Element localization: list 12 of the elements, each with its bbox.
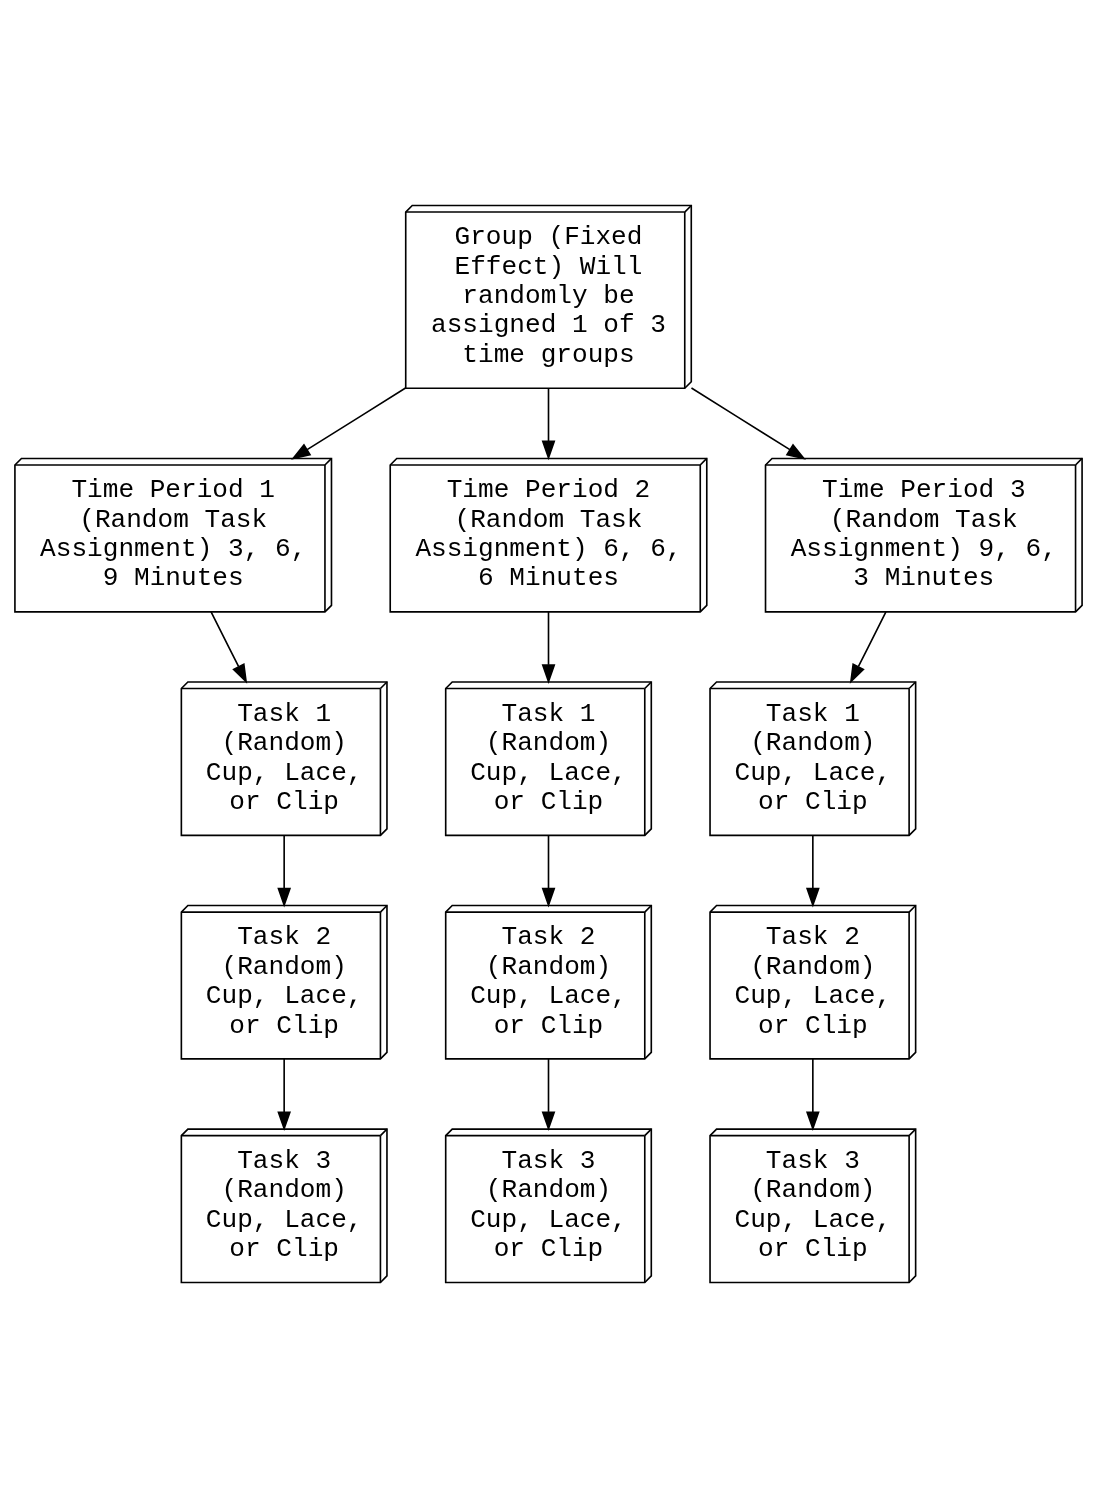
arrow xyxy=(541,1058,556,1131)
arrow xyxy=(806,834,820,908)
arrow xyxy=(277,1058,291,1131)
arrow xyxy=(291,387,407,460)
arrow xyxy=(277,834,291,908)
arrow xyxy=(849,611,887,684)
arrow xyxy=(210,611,248,684)
arrow xyxy=(541,834,556,908)
arrow xyxy=(541,387,556,461)
arrow xyxy=(690,387,806,460)
arrow xyxy=(541,611,556,684)
arrow xyxy=(806,1058,820,1131)
